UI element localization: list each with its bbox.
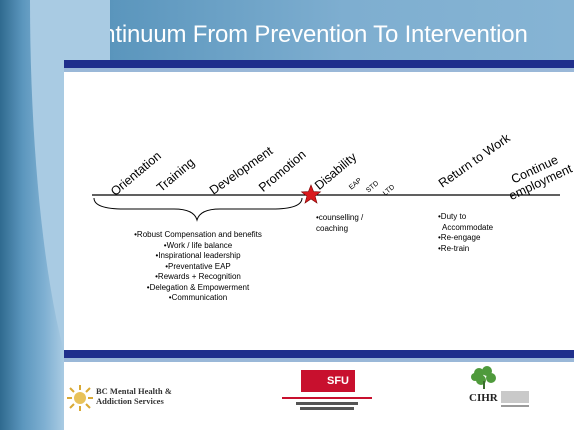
disability-item: coaching bbox=[316, 223, 349, 233]
bc-logo-line2: Addiction Services bbox=[96, 396, 164, 406]
cihr-logo-text: CIHR bbox=[469, 392, 498, 404]
prevention-list: •Robust Compensation and benefits •Work … bbox=[108, 230, 288, 304]
bottom-divider-accent bbox=[64, 358, 574, 362]
prevention-item: •Rewards + Recognition bbox=[155, 272, 241, 281]
bc-mental-health-logo-text: BC Mental Health & Addiction Services bbox=[96, 386, 172, 406]
sfu-logo: SFU bbox=[301, 370, 355, 392]
slide-title: Continuum From Prevention To Interventio… bbox=[72, 21, 528, 48]
prevention-item: •Inspirational leadership bbox=[155, 251, 241, 260]
rtw-item: •Duty to bbox=[438, 212, 467, 221]
bc-mental-health-logo-icon bbox=[67, 385, 93, 411]
sfu-logo-tagline-graphic bbox=[282, 397, 372, 410]
prevention-item: •Robust Compensation and benefits bbox=[134, 230, 262, 239]
rtw-item: •Re-train bbox=[438, 243, 470, 253]
prevention-brace bbox=[93, 197, 303, 222]
footer-logos: BC Mental Health & Addiction Services SF… bbox=[64, 362, 574, 430]
bc-logo-line1: BC Mental Health & bbox=[96, 386, 172, 396]
bottom-divider-band bbox=[64, 350, 574, 358]
diagram-area: Orientation Training Development Promoti… bbox=[64, 72, 574, 350]
timeline-diagram bbox=[92, 184, 560, 222]
prevention-item: •Delegation & Empowerment bbox=[146, 282, 250, 292]
rtw-item: •Re-engage bbox=[438, 233, 481, 242]
prevention-item: •Work / life balance bbox=[163, 240, 233, 250]
prevention-item: •Communication bbox=[168, 293, 228, 302]
top-divider-accent bbox=[64, 68, 574, 72]
disability-list: •counselling / coaching bbox=[316, 213, 396, 234]
top-divider-band bbox=[64, 60, 574, 68]
return-to-work-list: •Duty to Accommodate •Re-engage •Re-trai… bbox=[438, 212, 528, 254]
rtw-item: Accommodate bbox=[442, 222, 494, 232]
cihr-leaf-icon bbox=[471, 366, 496, 389]
star-icon bbox=[300, 184, 322, 204]
prevention-item: •Preventative EAP bbox=[165, 261, 231, 271]
cihr-secondary-mark bbox=[501, 391, 529, 407]
disability-item: •counselling / bbox=[316, 213, 364, 222]
